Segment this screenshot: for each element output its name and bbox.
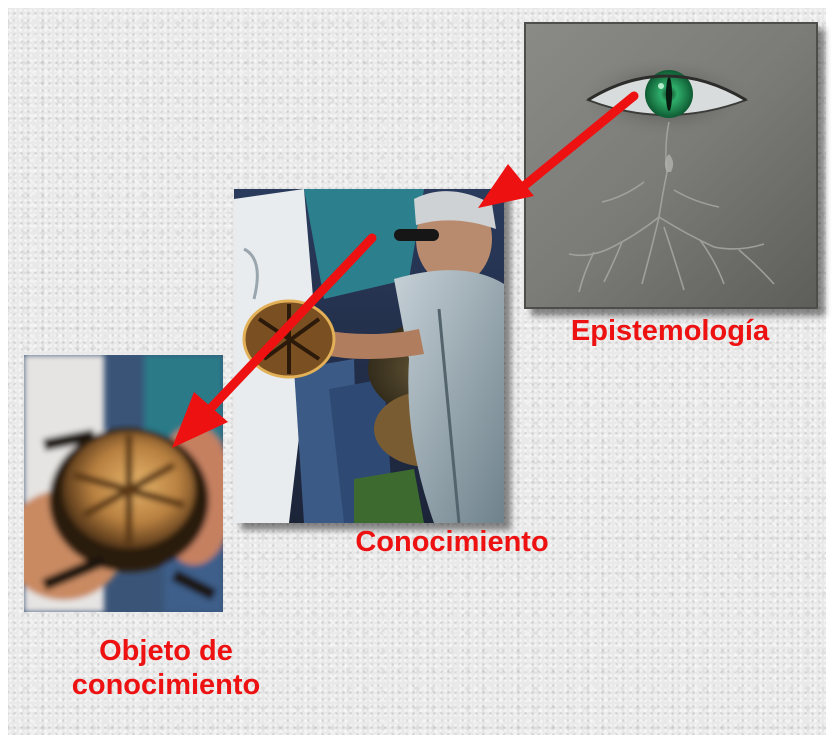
eye-image (524, 22, 818, 309)
arrow-man-to-turtle (172, 233, 377, 448)
label-epistemologia: Epistemología (570, 315, 770, 347)
label-objeto-line1: Objeto de (99, 635, 233, 667)
label-objeto-de-conocimiento: Objeto de conocimiento (48, 634, 284, 702)
arrow-eye-to-man (478, 91, 639, 208)
arrows-layer (172, 91, 639, 448)
label-objeto-line2: conocimiento (71, 669, 261, 701)
slide-background: Epistemología (8, 8, 826, 735)
turtle-closeup-image (24, 355, 223, 612)
label-conocimiento: Conocimiento (355, 526, 549, 558)
